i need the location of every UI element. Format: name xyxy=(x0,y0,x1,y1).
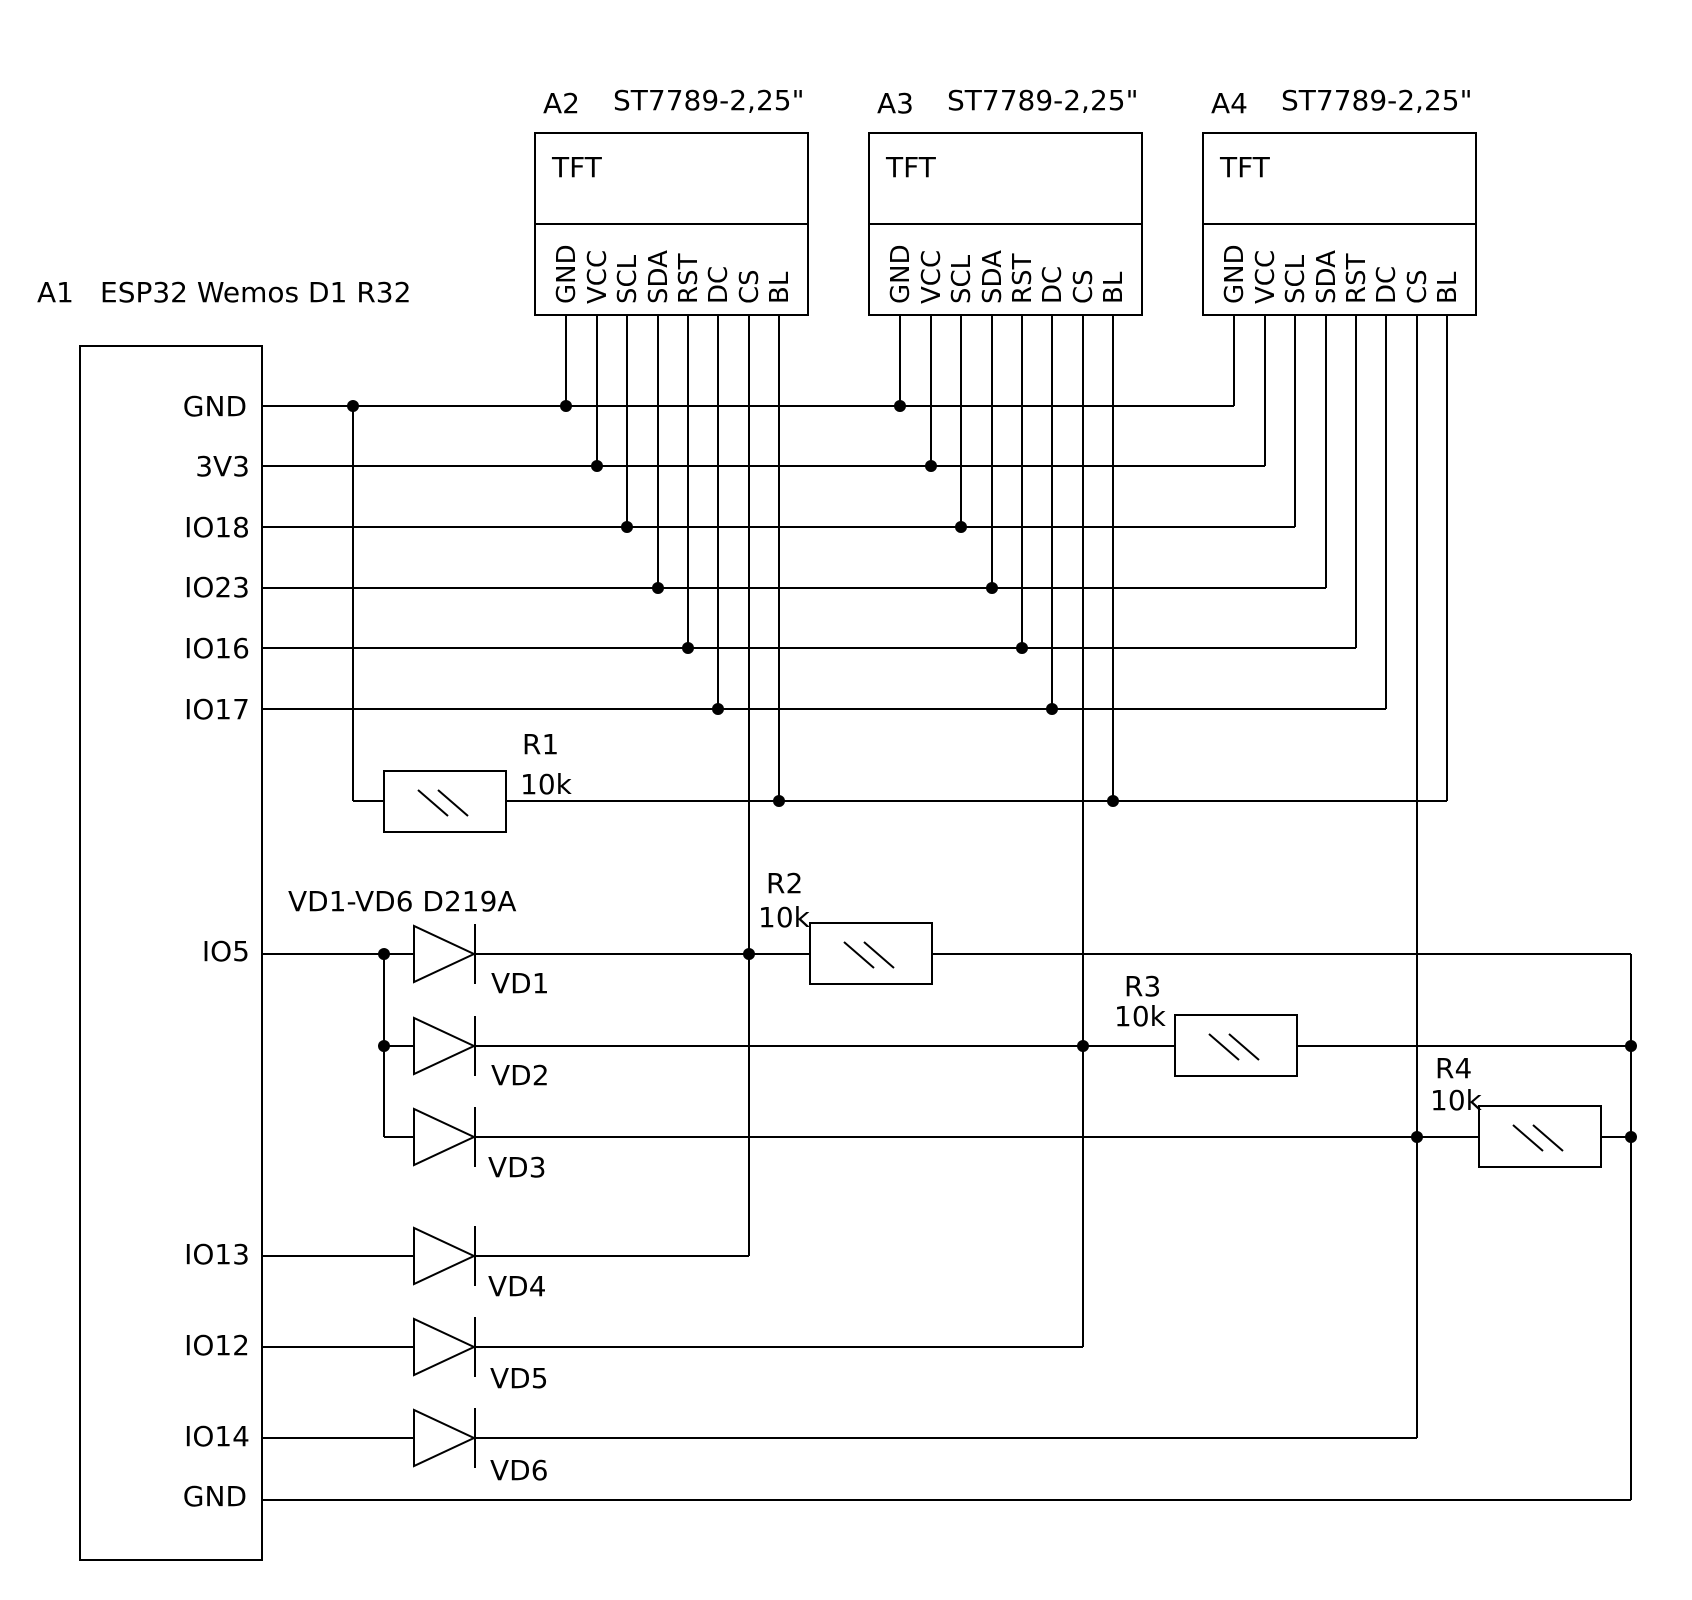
esp32-module: A1 ESP32 Wemos D1 R32 GND 3V3 IO18 IO23 … xyxy=(37,276,411,1561)
display-a2-pin-vcc: VCC xyxy=(583,250,613,304)
bus-wires xyxy=(262,315,1632,1501)
esp32-pin-3v3: 3V3 xyxy=(195,450,250,483)
esp32-pin-io14: IO14 xyxy=(184,1420,250,1453)
display-a2-title: TFT xyxy=(551,151,603,184)
esp32-pin-gnd-2: GND xyxy=(183,1480,247,1513)
esp32-name: ESP32 Wemos D1 R32 xyxy=(100,276,411,309)
diode-vd5: VD5 xyxy=(413,1317,549,1395)
display-a2: A2 ST7789-2,25" TFT GND VCC SCL SDA RST … xyxy=(534,84,809,316)
resistor-r2: R2 10k xyxy=(758,867,933,985)
display-a4-pin-rst: RST xyxy=(1342,253,1372,304)
esp32-pin-io18: IO18 xyxy=(184,511,250,544)
display-a4-title: TFT xyxy=(1219,151,1271,184)
display-a3-pin-bl: BL xyxy=(1099,271,1129,304)
display-a3-pin-cs: CS xyxy=(1069,269,1099,304)
resistor-r3-ref: R3 xyxy=(1124,970,1161,1003)
display-a2-model: ST7789-2,25" xyxy=(613,84,804,117)
display-a4-pin-sda: SDA xyxy=(1312,250,1342,304)
display-a2-pin-gnd: GND xyxy=(552,244,582,304)
esp32-pin-io17: IO17 xyxy=(184,693,250,726)
display-a4-pin-bl: BL xyxy=(1433,271,1463,304)
diode-vd1-label: VD1 xyxy=(491,967,550,1000)
resistor-r3: R3 10k xyxy=(1114,970,1298,1077)
display-a2-pin-sda: SDA xyxy=(644,250,674,304)
esp32-pin-io16: IO16 xyxy=(184,632,250,665)
resistor-r4: R4 10k xyxy=(1430,1052,1602,1168)
diode-vd5-label: VD5 xyxy=(490,1362,549,1395)
esp32-pin-io12: IO12 xyxy=(184,1329,250,1362)
esp32-pin-io5: IO5 xyxy=(202,935,250,968)
diode-vd4: VD4 xyxy=(413,1226,547,1303)
resistor-r1-value: 10k xyxy=(520,768,573,801)
display-a2-pin-bl: BL xyxy=(765,271,795,304)
display-a4: A4 ST7789-2,25" TFT GND VCC SCL SDA RST … xyxy=(1202,84,1477,316)
display-a2-pin-rst: RST xyxy=(674,253,704,304)
display-a4-pin-cs: CS xyxy=(1403,269,1433,304)
diode-vd4-label: VD4 xyxy=(488,1270,547,1303)
diode-vd3: VD3 xyxy=(413,1107,547,1184)
display-a3-pin-vcc: VCC xyxy=(917,250,947,304)
resistor-r2-value: 10k xyxy=(758,901,811,934)
display-a2-ref: A2 xyxy=(543,87,580,120)
diode-vd2-label: VD2 xyxy=(491,1059,550,1092)
display-a3-pin-sda: SDA xyxy=(978,250,1008,304)
diode-vd6: VD6 xyxy=(413,1408,549,1487)
display-a3-pin-scl: SCL xyxy=(947,254,977,304)
display-a4-pin-dc: DC xyxy=(1372,266,1402,304)
display-a4-ref: A4 xyxy=(1211,87,1248,120)
diode-vd6-label: VD6 xyxy=(490,1454,549,1487)
diode-group-label: VD1-VD6 D219A xyxy=(288,885,517,918)
display-a2-pin-dc: DC xyxy=(704,266,734,304)
esp32-pin-io13: IO13 xyxy=(184,1238,250,1271)
display-a4-model: ST7789-2,25" xyxy=(1281,84,1472,117)
display-a4-pin-scl: SCL xyxy=(1281,254,1311,304)
diode-vd2: VD2 xyxy=(413,1016,550,1092)
resistor-r4-value: 10k xyxy=(1430,1084,1483,1117)
resistor-r4-ref: R4 xyxy=(1435,1052,1472,1085)
resistor-r1: R1 10k xyxy=(383,728,573,833)
display-a3-model: ST7789-2,25" xyxy=(947,84,1138,117)
diode-vd3-label: VD3 xyxy=(488,1151,547,1184)
display-a2-pin-cs: CS xyxy=(735,269,765,304)
esp32-ref: A1 xyxy=(37,276,74,309)
display-a3-ref: A3 xyxy=(877,87,914,120)
display-a4-pin-gnd: GND xyxy=(1220,244,1250,304)
resistor-r2-ref: R2 xyxy=(766,867,803,900)
display-a3-pin-rst: RST xyxy=(1008,253,1038,304)
display-a3-title: TFT xyxy=(885,151,937,184)
display-a3: A3 ST7789-2,25" TFT GND VCC SCL SDA RST … xyxy=(868,84,1143,316)
resistor-r3-value: 10k xyxy=(1114,1000,1167,1033)
display-a3-pin-gnd: GND xyxy=(886,244,916,304)
esp32-pin-gnd: GND xyxy=(183,390,247,423)
display-a4-pin-vcc: VCC xyxy=(1251,250,1281,304)
display-a2-pin-scl: SCL xyxy=(613,254,643,304)
junctions xyxy=(347,400,1637,1143)
display-a3-pin-dc: DC xyxy=(1038,266,1068,304)
diode-vd1: VD1 xyxy=(413,924,550,1000)
resistor-r1-ref: R1 xyxy=(522,728,559,761)
esp32-pin-io23: IO23 xyxy=(184,571,250,604)
